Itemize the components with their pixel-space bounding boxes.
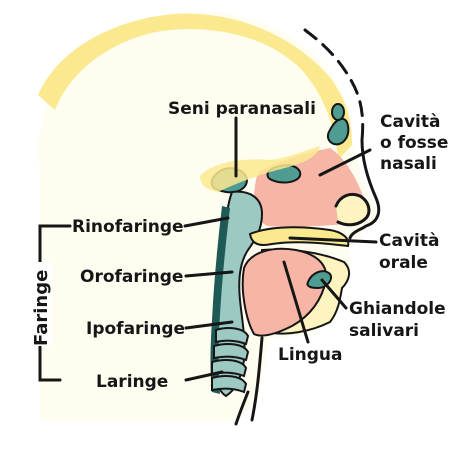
nose-outline bbox=[334, 192, 371, 227]
label-orofaringe: Orofaringe bbox=[80, 267, 183, 287]
leader-orofaringe bbox=[184, 270, 234, 278]
label-cavita-fosse-line1: Cavità bbox=[380, 112, 440, 132]
leader-laringe bbox=[184, 370, 224, 382]
label-rinofaringe: Rinofaringe bbox=[72, 217, 184, 237]
skull-base bbox=[200, 146, 320, 192]
label-laringe: Laringe bbox=[96, 372, 168, 392]
neck-front-outline bbox=[250, 336, 264, 422]
label-ghiandole-line1: Ghiandole bbox=[349, 299, 446, 319]
label-ghiandole-line2: salivari bbox=[349, 321, 419, 341]
leader-lines bbox=[183, 116, 378, 382]
leader-cavita-orale bbox=[288, 236, 378, 244]
face-profile-outline bbox=[348, 138, 381, 240]
label-ipofaringe: Ipofaringe bbox=[86, 319, 185, 339]
leader-lingua bbox=[282, 260, 310, 344]
label-cavita-orale-line1: Cavità bbox=[379, 231, 439, 251]
label-faringe: Faringe bbox=[31, 270, 52, 346]
leader-cavita-nasali bbox=[318, 148, 372, 177]
label-cavita-fosse-line2: o fosse bbox=[380, 133, 448, 153]
larynx-rings bbox=[211, 327, 250, 394]
hard-palate bbox=[248, 226, 350, 248]
leader-ghiandole bbox=[320, 278, 348, 310]
label-seni-paranasali: Seni paranasali bbox=[168, 99, 316, 119]
leader-ipofaringe bbox=[184, 320, 234, 330]
faringe-label-bg bbox=[30, 262, 52, 346]
tongue bbox=[241, 247, 328, 337]
sinus-small bbox=[331, 103, 345, 121]
label-cavita-orale-line2: orale bbox=[379, 253, 428, 273]
label-cavita-fosse-line3: nasali bbox=[380, 154, 437, 174]
neck-front-line-2 bbox=[234, 390, 250, 426]
label-lingua: Lingua bbox=[278, 345, 343, 365]
scalp-dashed-outline bbox=[303, 28, 365, 142]
leader-rinofaringe bbox=[183, 216, 230, 228]
